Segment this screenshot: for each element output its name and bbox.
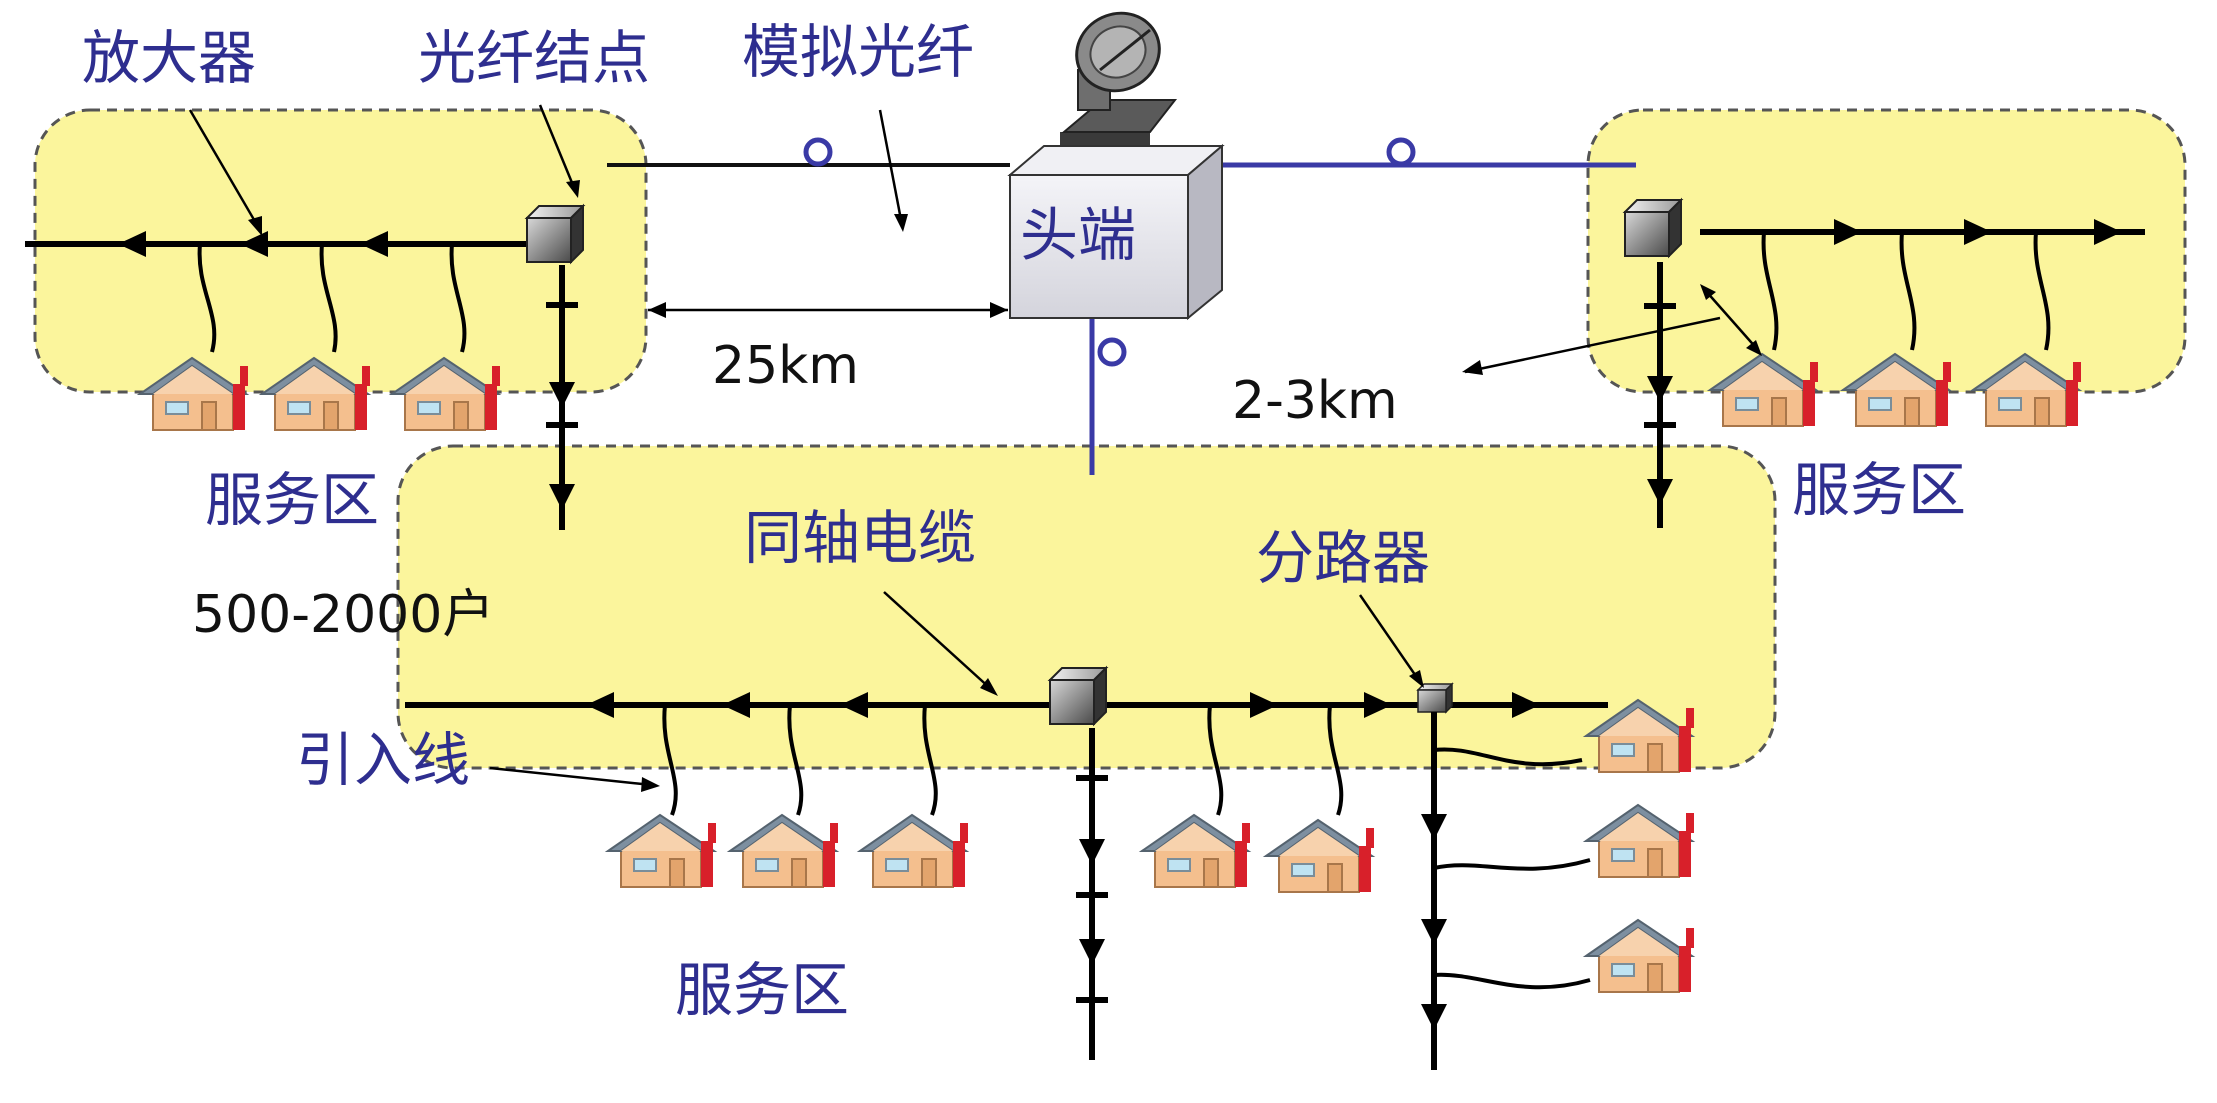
signal-arrow — [1364, 692, 1392, 718]
signal-arrow — [1964, 219, 1992, 245]
house-icon — [729, 814, 839, 888]
house-icon — [1141, 814, 1251, 888]
splitter-leader — [1358, 594, 1422, 683]
drop-line — [449, 243, 467, 353]
splitter-label: 分路器 — [1256, 524, 1430, 592]
house-icon — [607, 814, 717, 888]
signal-arrow — [586, 692, 614, 718]
coax-leader — [883, 591, 993, 691]
signal-arrow — [1421, 919, 1447, 945]
distance-25km-label: 25km — [712, 336, 859, 396]
signal-arrow — [2094, 219, 2122, 245]
headend-box-icon — [1007, 143, 1225, 321]
signal-arrow — [1421, 814, 1447, 840]
drop-line — [1433, 858, 1591, 871]
fiber-node-icon — [1049, 667, 1107, 725]
drop-line — [1207, 704, 1224, 816]
fiber-node-label: 光纤结点 — [418, 24, 650, 92]
signal-arrow — [1079, 839, 1105, 865]
fiber-loop-icon — [1386, 137, 1416, 167]
drop-line — [1433, 972, 1591, 990]
amplifier-label: 放大器 — [82, 24, 256, 92]
amplifier-leader — [188, 109, 262, 231]
coax-label: 同轴电缆 — [744, 504, 976, 572]
satellite-dish-icon — [1060, 11, 1178, 156]
headend-label: 头端 — [1020, 201, 1136, 269]
signal-arrow — [118, 231, 146, 257]
distance-2-3km-label: 2-3km — [1232, 371, 1398, 431]
drop-line — [922, 704, 938, 816]
house-icon — [1265, 819, 1375, 893]
splitter-icon — [1416, 682, 1454, 714]
signal-arrow — [1647, 479, 1673, 505]
house-icon — [859, 814, 969, 888]
analog-fiber-label: 模拟光纤 — [742, 18, 974, 86]
signal-arrow — [549, 484, 575, 510]
drop-line — [2033, 231, 2051, 351]
service-area-label-left: 服务区 — [205, 466, 379, 534]
drop-line — [787, 704, 804, 816]
signal-arrow — [1834, 219, 1862, 245]
distance-2-3km-marker — [1704, 289, 1759, 351]
signal-arrow — [1512, 692, 1540, 718]
signal-arrow — [1250, 692, 1278, 718]
drop-line — [1327, 704, 1344, 816]
analog-fiber-leader — [878, 109, 904, 226]
fiber-loop-icon — [1097, 337, 1127, 367]
signal-arrow — [360, 231, 388, 257]
drop-line — [197, 243, 217, 353]
drop-line — [1433, 747, 1583, 767]
households-label: 500-2000户 — [192, 585, 494, 645]
signal-arrow — [840, 692, 868, 718]
house-icon — [1585, 804, 1695, 878]
signal-arrow — [240, 231, 268, 257]
service-area-label-right: 服务区 — [1792, 456, 1966, 524]
signal-arrow — [722, 692, 750, 718]
house-icon — [1585, 919, 1695, 993]
signal-arrow — [549, 382, 575, 408]
signal-arrow — [1079, 939, 1105, 965]
fiber-node-leader — [538, 104, 577, 191]
distance-2-3km-leader — [1464, 316, 1721, 374]
drop-line — [319, 243, 338, 353]
service-area-label-bottom: 服务区 — [675, 956, 849, 1024]
drop-line-leader — [489, 766, 653, 787]
drop-line — [1899, 231, 1917, 351]
drop-line — [1761, 231, 1779, 351]
fiber-loop-icon — [803, 137, 833, 167]
signal-arrow — [1647, 376, 1673, 402]
drop-line-label: 引入线 — [296, 726, 470, 794]
fiber-node-icon — [526, 205, 584, 263]
signal-arrow — [1421, 1004, 1447, 1030]
fiber-node-icon — [1624, 199, 1682, 257]
service-zone-right — [1586, 108, 2187, 394]
drop-line — [662, 704, 678, 816]
